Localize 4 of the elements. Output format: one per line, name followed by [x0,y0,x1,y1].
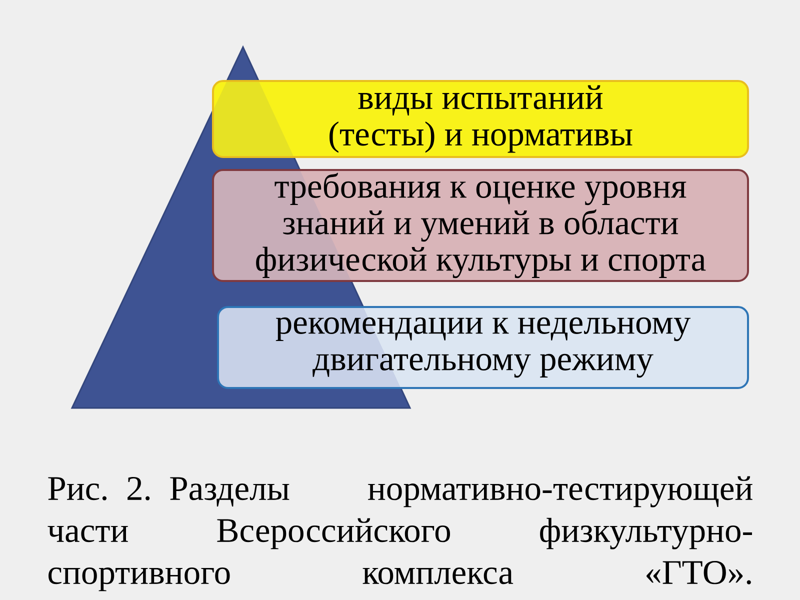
section-box: требования к оценке уровня знаний и умений в области физической культуры и спорта [212,169,749,282]
figure-caption: Рис. 2. Разделы нормативно-тестирующей части Всероссийского физкультурно-спортивного комплекса «ГТО». [48,476,752,592]
section-box: рекомендации к недельному двигательному режиму [217,306,749,389]
section-box: виды испытаний (тесты) и нормативы [212,80,749,158]
